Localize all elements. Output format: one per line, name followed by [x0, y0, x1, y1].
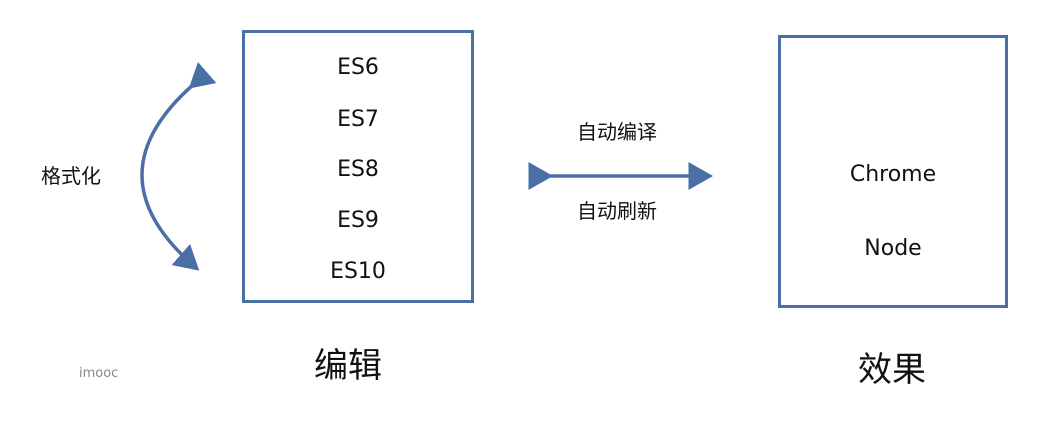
auto-refresh-label: 自动刷新: [577, 199, 657, 223]
chrome-label: Chrome: [849, 162, 937, 187]
watermark-text: imooc: [79, 366, 119, 381]
es-version-item: ES10: [330, 259, 386, 284]
es-version-item: ES9: [337, 208, 379, 233]
es-version-item: ES8: [337, 157, 379, 182]
result-caption: 效果: [858, 350, 926, 390]
format-curved-arrow: [140, 61, 217, 271]
es-version-item: ES7: [337, 107, 379, 132]
editor-caption: 编辑: [314, 346, 382, 386]
es-version-item: ES6: [337, 55, 379, 80]
result-box: Chrome Node: [778, 35, 1008, 308]
editor-box: ES6 ES7 ES8 ES9 ES10: [242, 30, 474, 303]
format-label: 格式化: [41, 164, 101, 188]
auto-compile-label: 自动编译: [577, 120, 657, 144]
node-label: Node: [864, 236, 922, 261]
